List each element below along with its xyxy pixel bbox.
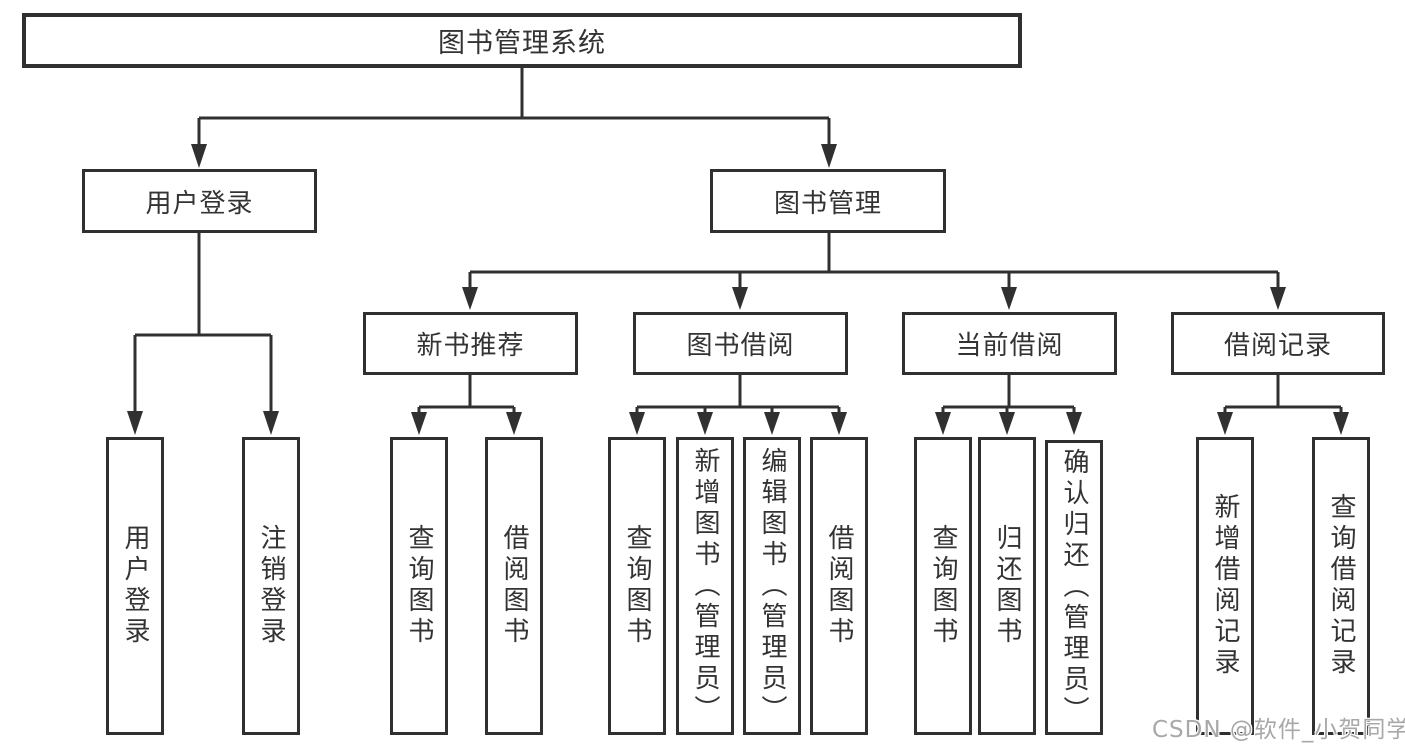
node-book-management: 图书管理 [710, 169, 946, 233]
leaf-edit-books-admin: 编辑图书（管理员） [743, 437, 801, 735]
leaf-query-borrow-record: 查询借阅记录 [1312, 437, 1370, 735]
node-current-borrowing: 当前借阅 [902, 312, 1117, 375]
leaf-borrow-books-recommend: 借阅图书 [485, 437, 543, 735]
leaf-add-books-admin: 新增图书（管理员） [676, 437, 734, 735]
node-borrowing-records: 借阅记录 [1171, 312, 1385, 375]
leaf-logout: 注销登录 [242, 437, 300, 735]
csdn-watermark: CSDN @软件_小贺同学 [1152, 717, 1405, 743]
leaf-add-borrow-record: 新增借阅记录 [1196, 437, 1254, 735]
leaf-user-login: 用户登录 [106, 437, 164, 735]
node-user-login: 用户登录 [82, 169, 317, 233]
node-book-borrowing: 图书借阅 [633, 312, 848, 375]
leaf-borrow-books: 借阅图书 [810, 437, 868, 735]
leaf-query-books-recommend: 查询图书 [390, 437, 448, 735]
leaf-query-books-borrow: 查询图书 [608, 437, 666, 735]
leaf-return-books: 归还图书 [978, 437, 1036, 735]
node-library-management-system: 图书管理系统 [22, 13, 1022, 68]
leaf-confirm-return-admin: 确认归还（管理员） [1045, 440, 1103, 735]
leaf-query-books-current: 查询图书 [914, 437, 972, 735]
arrowheads [127, 144, 1349, 435]
node-new-book-recommendation: 新书推荐 [363, 312, 578, 375]
